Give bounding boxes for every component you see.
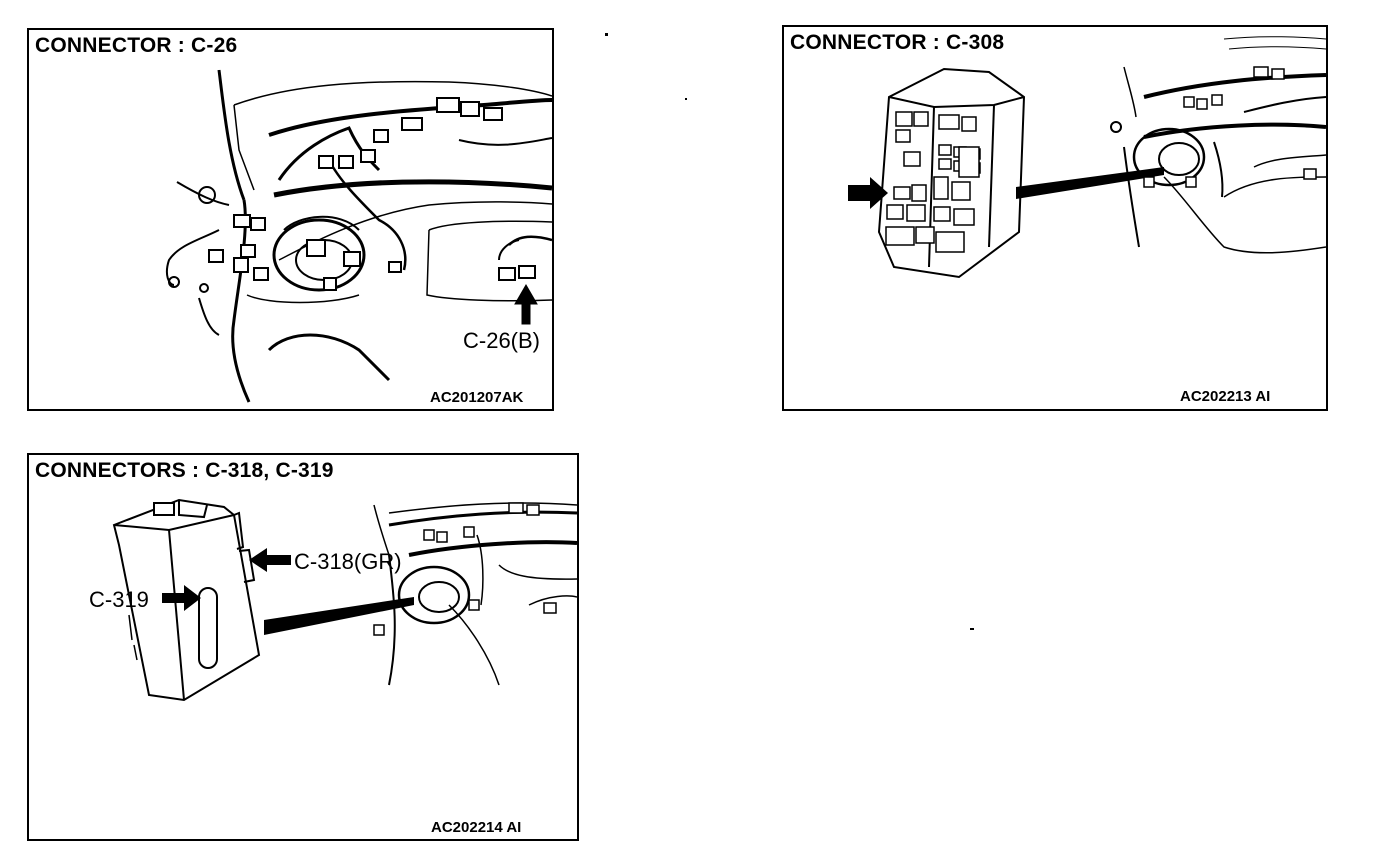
- c26-harness-illustration: [165, 69, 552, 403]
- panel-title: CONNECTOR : C-26: [35, 34, 238, 57]
- connector-c308-panel: CONNECTOR : C-308: [782, 25, 1328, 411]
- print-speck: [605, 33, 608, 36]
- c318-callout-label: C-318(GR): [294, 549, 402, 574]
- figure-code: AC202214 AI: [431, 819, 522, 836]
- c319-callout-label: C-319: [89, 587, 149, 612]
- panel-title: CONNECTORS : C-318, C-319: [35, 459, 334, 482]
- print-speck: [685, 98, 687, 100]
- connector-c26-panel: CONNECTOR : C-26: [27, 28, 554, 411]
- c308-junction-block-illustration: [848, 36, 1326, 279]
- connectors-c318-c319-panel: CONNECTORS : C-318, C-319: [27, 453, 579, 841]
- figure-code: AC202213 AI: [1180, 388, 1271, 405]
- figure-code: AC201207AK: [430, 389, 524, 406]
- panel-title: CONNECTOR : C-308: [790, 31, 1005, 54]
- print-speck: [970, 628, 974, 630]
- c318-c319-control-unit-illustration: [112, 498, 577, 702]
- c26b-callout-label: C-26(B): [463, 328, 541, 353]
